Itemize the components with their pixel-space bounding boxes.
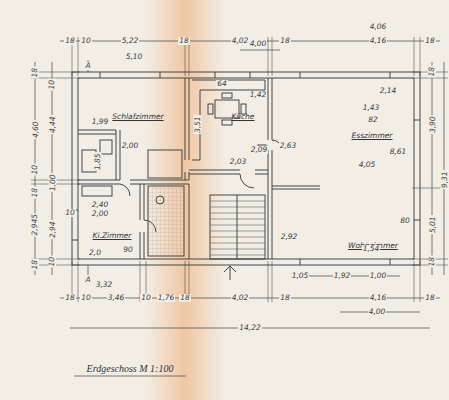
dimension-label: 4,60 <box>31 121 39 140</box>
dimension-label: A <box>84 276 91 284</box>
dimension-label: 18 <box>279 294 291 302</box>
dimension-label: 1,85 <box>93 153 101 172</box>
dimension-label: 18 <box>178 37 190 45</box>
dimension-label: 18 <box>279 37 291 45</box>
dimension-label: 2,00 <box>91 210 110 218</box>
dimension-label: 3,46 <box>107 294 126 302</box>
dimension-label: 1,00 <box>369 272 388 280</box>
dimension-label: 3,51 <box>193 116 201 135</box>
dimension-label: 2,03 <box>229 158 248 166</box>
dimension-label: 1,00 <box>48 174 56 193</box>
dimension-label: 2,0 <box>88 249 102 257</box>
dimension-label: 4,05 <box>358 161 377 169</box>
dimension-label: 64 <box>216 80 228 88</box>
dimension-label: 1,76 <box>157 294 176 302</box>
dimension-label: 2,00 <box>121 142 140 150</box>
dimension-label: 10 <box>80 294 92 302</box>
dimension-label: 18 <box>424 294 436 302</box>
dimension-label: 2,63 <box>279 142 298 150</box>
dimension-label: 10 <box>140 294 152 302</box>
dimension-label: 9,31 <box>440 171 448 190</box>
dimension-label: 4,02 <box>231 37 250 45</box>
dimension-label: 3,32 <box>95 281 114 289</box>
dimension-label: 5,22 <box>121 37 140 45</box>
dimension-label: 10 <box>48 79 56 91</box>
dimension-label: 14,22 <box>238 324 261 332</box>
dimension-label: 3,90 <box>428 116 436 135</box>
dimension-label: 18 <box>31 67 39 79</box>
dimension-label: 10 <box>48 256 56 268</box>
dimension-label: 10 <box>31 164 39 176</box>
dimension-label: 8,61 <box>389 148 408 156</box>
dimension-label: 1,99 <box>91 118 110 126</box>
room-area: Esszimmer <box>352 132 393 140</box>
room-area: Schlafzimmer <box>112 113 163 121</box>
dimension-label: 18 <box>424 37 436 45</box>
dimension-label: 18 <box>179 294 191 302</box>
dimension-label: 1,54 <box>362 245 381 253</box>
dimension-label: 2,09 <box>250 146 269 154</box>
dimension-label: 2,945 <box>31 213 39 236</box>
room-area: Ki.Zimmer <box>93 232 132 240</box>
dimension-label: 1,05 <box>291 272 310 280</box>
dimension-label: 2,14 <box>379 87 398 95</box>
dimension-label: 82 <box>367 116 379 124</box>
dimension-label: 4,02 <box>231 294 250 302</box>
room-name: Esszimmer <box>352 132 393 140</box>
dimension-label: 18 <box>428 256 436 268</box>
dimension-label: 10 <box>64 209 76 217</box>
dimension-label: 5,01 <box>428 216 436 235</box>
dimension-label: 4,16 <box>369 294 388 302</box>
dimension-label: 18 <box>31 259 39 271</box>
room-area: Küche <box>232 113 255 121</box>
dimension-label: 90 <box>122 246 134 254</box>
dimension-label: 10 <box>80 37 92 45</box>
dimension-label: 2,40 <box>91 201 110 209</box>
dimension-label: 1,92 <box>333 272 352 280</box>
room-name: Schlafzimmer <box>112 113 163 121</box>
dimension-label: 18 <box>64 294 76 302</box>
drawing-caption: Erdgeschoss M 1:100 <box>87 363 174 374</box>
dimension-label: 5,10 <box>125 53 144 61</box>
dimension-label: 18 <box>31 187 39 199</box>
room-name: Ki.Zimmer <box>93 232 132 240</box>
dimension-label: 18 <box>428 66 436 78</box>
dimension-label: 4,06 <box>369 23 388 31</box>
dimension-label: 2,92 <box>280 233 299 241</box>
dimension-label: 1,42 <box>249 91 268 99</box>
dimension-label: 18 <box>64 37 76 45</box>
dimension-label: A <box>84 62 91 70</box>
dimension-label: 4,00 <box>368 308 387 316</box>
room-name: Küche <box>232 113 255 121</box>
dimension-label: 1,43 <box>362 104 381 112</box>
dimension-label: 2,94 <box>48 221 56 240</box>
dimension-label: 4,00 <box>249 40 268 48</box>
dimension-label: 4,16 <box>369 37 388 45</box>
dimension-label: 80 <box>399 217 411 225</box>
dimension-label: 4,44 <box>48 116 56 135</box>
